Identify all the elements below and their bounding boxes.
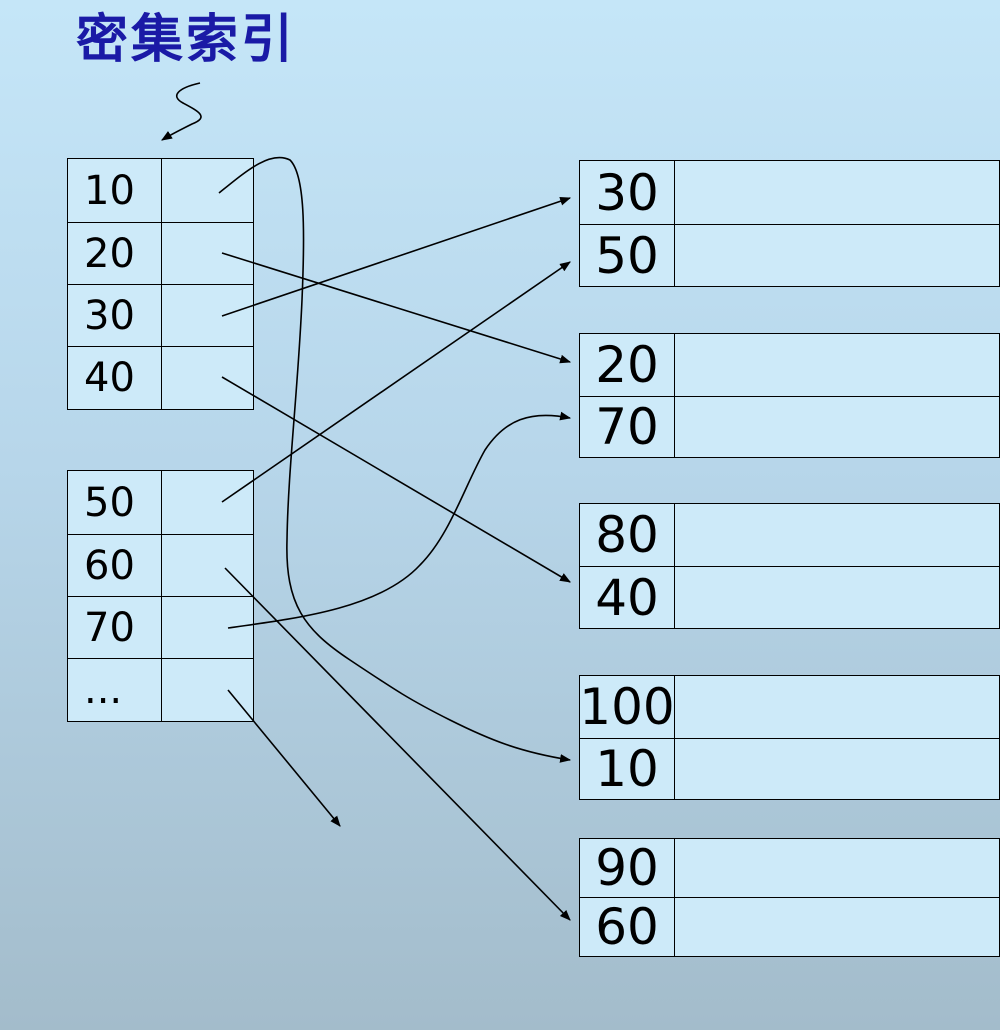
data-record: 30 — [580, 161, 999, 224]
title-annotation-squiggle — [161, 82, 202, 141]
data-record: 50 — [580, 224, 999, 286]
pointer-arrow-70 — [227, 411, 572, 629]
index-block-1: 10 20 30 40 — [67, 158, 254, 410]
record-body — [675, 739, 999, 799]
index-key: 20 — [68, 223, 162, 284]
record-body — [675, 504, 999, 566]
pointer-arrow-10 — [218, 156, 572, 763]
record-key: 70 — [580, 397, 675, 457]
index-key: ... — [68, 659, 162, 721]
index-key: 40 — [68, 347, 162, 409]
data-block-5: 90 60 — [579, 838, 1000, 957]
record-key: 30 — [580, 161, 675, 224]
data-record: 100 — [579, 676, 999, 738]
pointer-arrow-20 — [221, 252, 572, 364]
data-block-3: 80 40 — [579, 503, 1000, 629]
diagram-title: 密集索引 — [76, 10, 297, 70]
index-pointer-cell — [161, 159, 253, 222]
record-body — [675, 839, 999, 897]
record-key: 100 — [579, 676, 675, 738]
data-record: 70 — [580, 396, 999, 457]
index-key: 10 — [68, 159, 162, 222]
record-key: 60 — [580, 898, 675, 956]
pointer-arrow-40 — [221, 376, 571, 583]
data-record: 40 — [580, 566, 999, 628]
index-key: 50 — [68, 471, 162, 534]
record-body — [675, 225, 999, 286]
index-entry: 40 — [68, 346, 253, 409]
data-block-4: 100 10 — [579, 675, 1000, 800]
data-record: 60 — [580, 897, 999, 956]
data-record: 20 — [580, 334, 999, 396]
index-entry: ... — [68, 658, 253, 721]
index-entry: 50 — [68, 471, 253, 534]
index-block-2: 50 60 70 ... — [67, 470, 254, 722]
record-key: 80 — [580, 504, 675, 566]
index-entry: 70 — [68, 596, 253, 658]
index-pointer-cell — [161, 347, 253, 409]
index-entry: 20 — [68, 222, 253, 284]
index-entry: 30 — [68, 284, 253, 346]
record-body — [675, 898, 999, 956]
record-key: 50 — [580, 225, 675, 286]
data-record: 10 — [580, 738, 999, 799]
data-block-1: 30 50 — [579, 160, 1000, 287]
data-record: 90 — [580, 839, 999, 897]
index-pointer-cell — [161, 659, 253, 721]
record-key: 90 — [580, 839, 675, 897]
index-pointer-cell — [161, 223, 253, 284]
record-body — [675, 161, 999, 224]
index-pointer-cell — [161, 285, 253, 346]
record-body — [675, 334, 999, 396]
index-pointer-cell — [161, 535, 253, 596]
index-key: 70 — [68, 597, 162, 658]
index-pointer-cell — [161, 597, 253, 658]
data-record: 80 — [580, 504, 999, 566]
record-body — [675, 676, 999, 738]
record-body — [675, 567, 999, 628]
pointer-arrow-30 — [221, 197, 572, 317]
index-entry: 10 — [68, 159, 253, 222]
index-key: 30 — [68, 285, 162, 346]
record-key: 40 — [580, 567, 675, 628]
index-key: 60 — [68, 535, 162, 596]
pointer-arrow-50 — [221, 261, 571, 503]
pointer-arrow-60 — [224, 567, 571, 921]
index-entry: 60 — [68, 534, 253, 596]
record-body — [675, 397, 999, 457]
index-pointer-cell — [161, 471, 253, 534]
data-block-2: 20 70 — [579, 333, 1000, 458]
record-key: 10 — [580, 739, 675, 799]
record-key: 20 — [580, 334, 675, 396]
